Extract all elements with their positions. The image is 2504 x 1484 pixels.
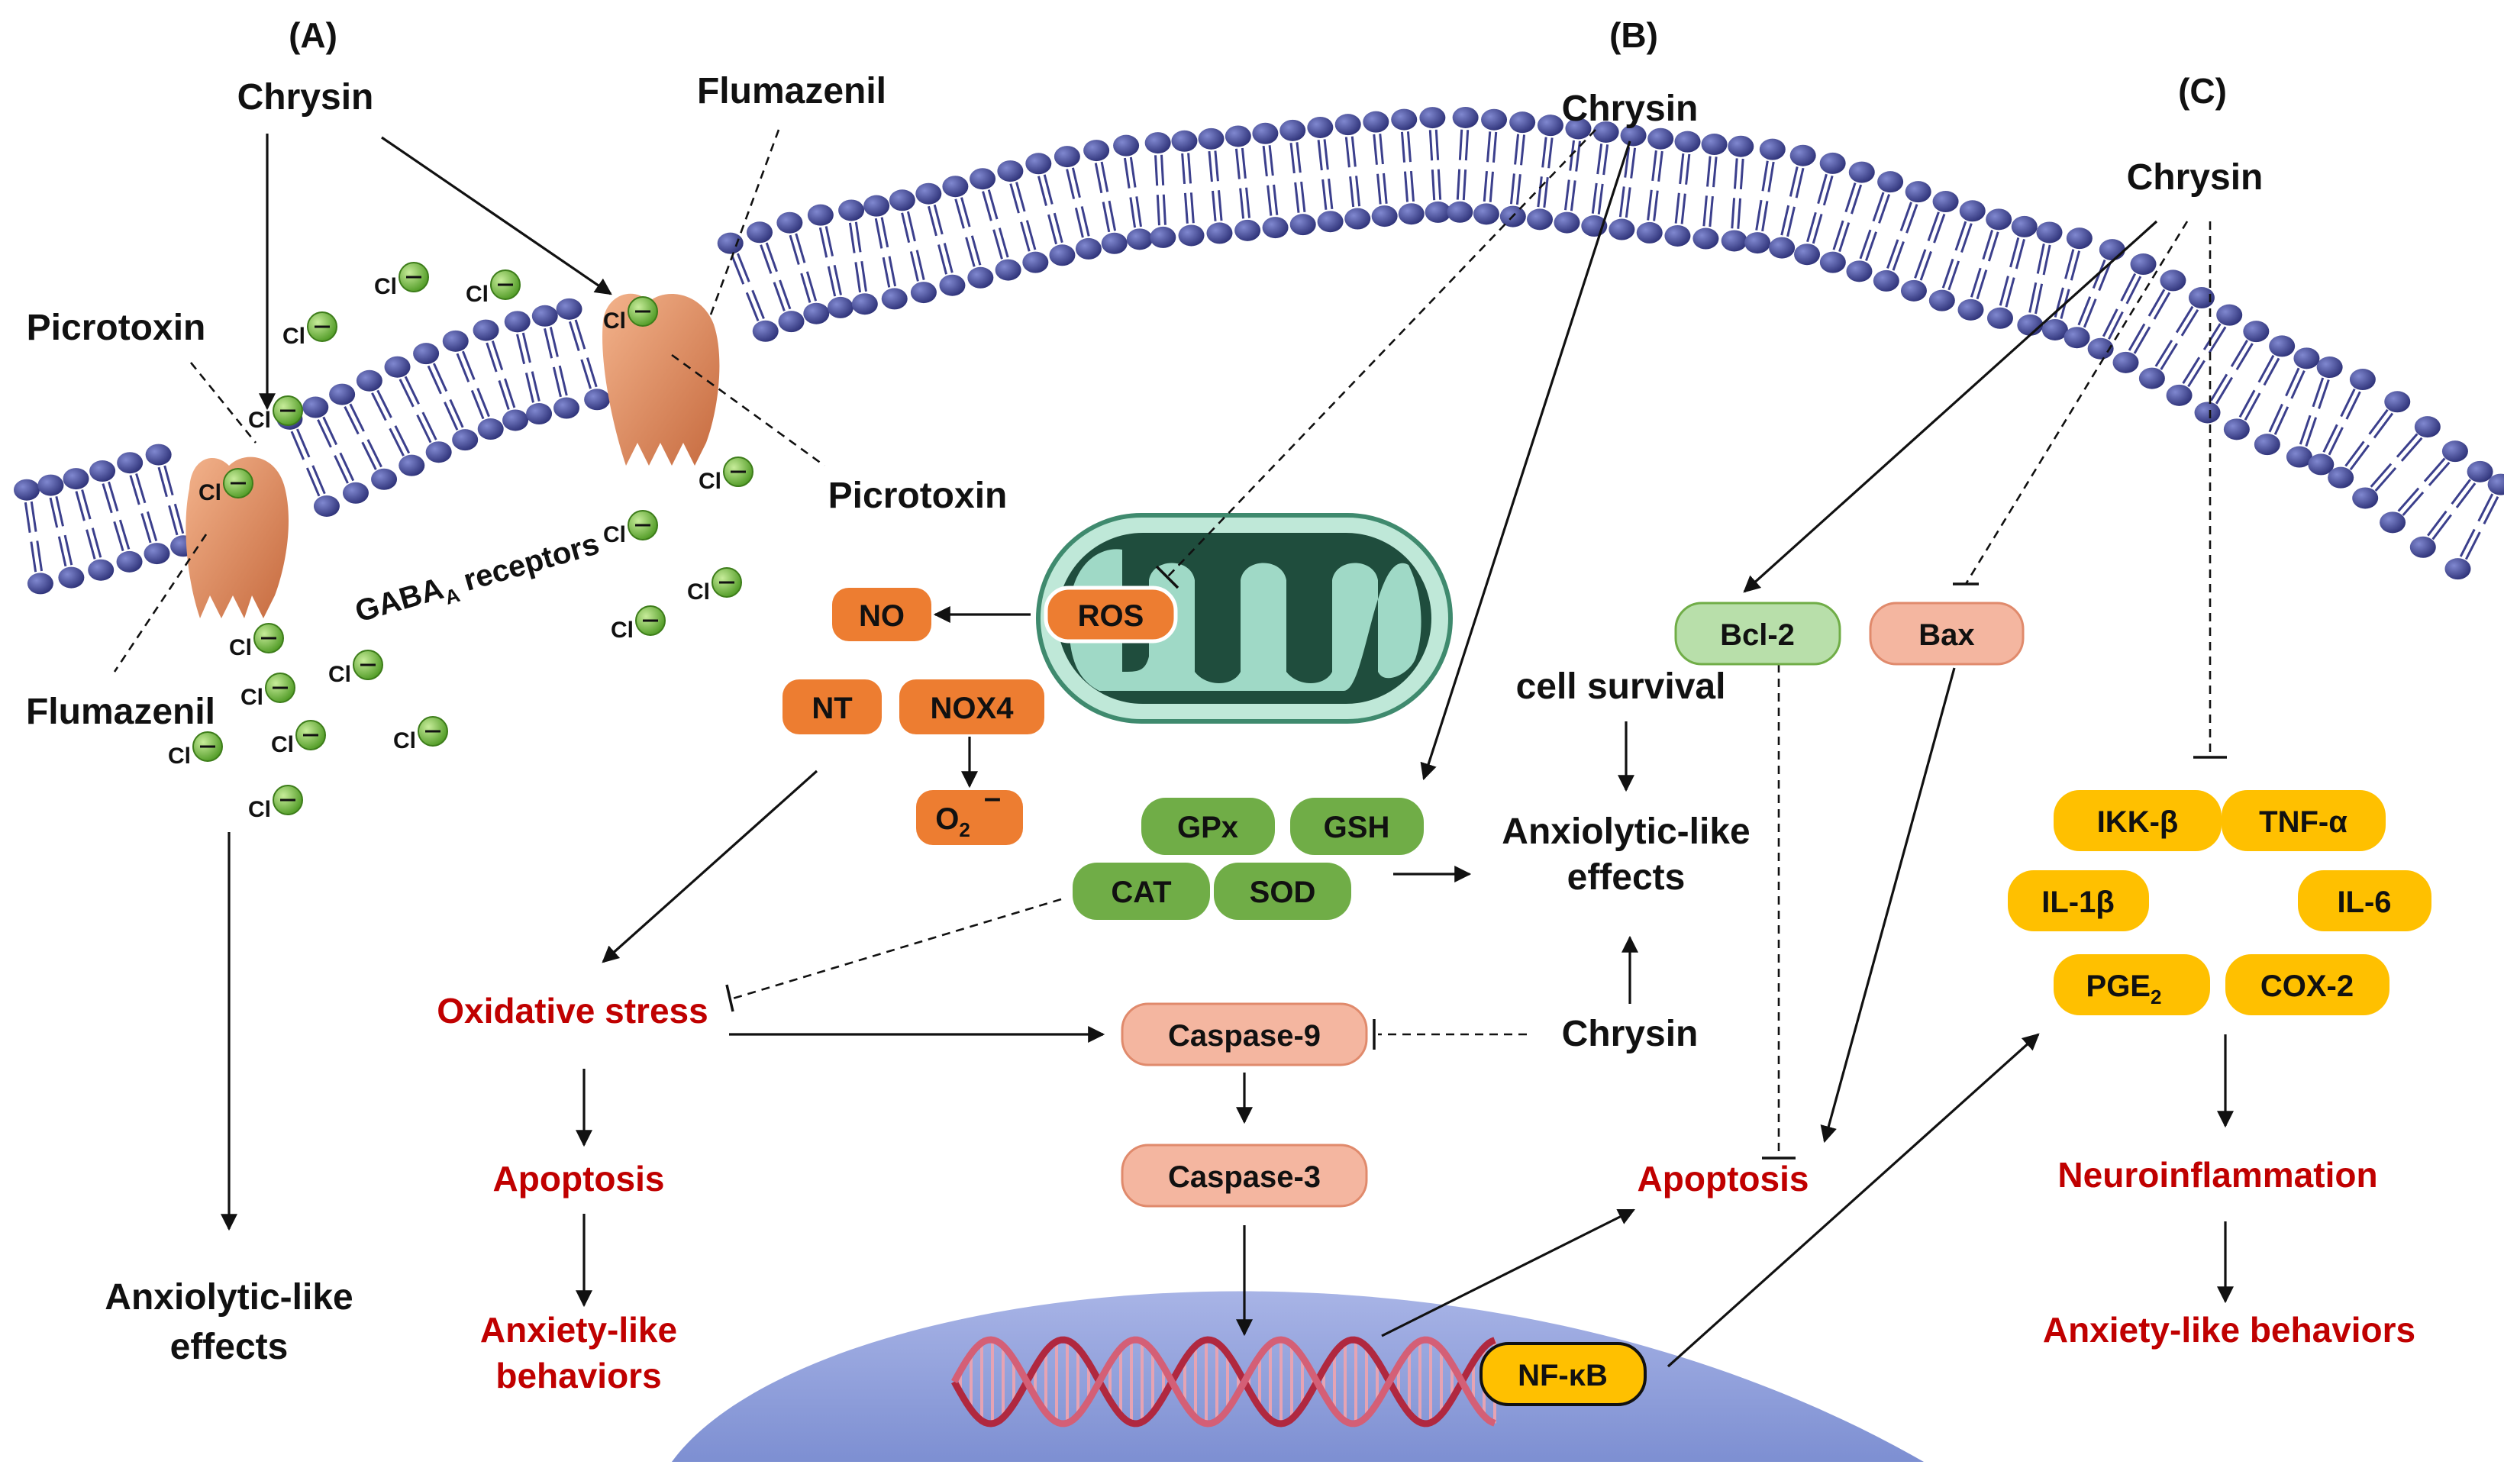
anxiolytic-effects-b-line2: effects [1567,857,1686,898]
svg-text:GPx: GPx [1177,811,1238,844]
gsh-box: GSH [1290,798,1424,855]
nt-box: NT [782,679,882,734]
chrysin-label-a: Chrysin [237,77,374,118]
chloride-label: Cl [603,308,626,334]
svg-text:IL-1β: IL-1β [2041,886,2115,919]
svg-text:NF-κB: NF-κB [1518,1359,1608,1392]
caspase9-box: Caspase-9 [1121,1002,1368,1066]
gaba-receptor-right [602,293,720,466]
section-label-c: (C) [2178,71,2227,111]
svg-text:IL-6: IL-6 [2337,886,2391,919]
chloride-label: Cl [271,732,294,757]
chloride-label: Cl [328,662,351,687]
cox2-box: COX-2 [2225,954,2389,1015]
cell-membrane [13,106,2504,595]
anxiety-like-behaviors-right-label: Anxiety-like behaviors [2043,1310,2415,1350]
gaba-receptor-left [186,456,289,618]
svg-text:IKK-β: IKK-β [2097,805,2179,839]
svg-text:NOX4: NOX4 [931,692,1015,725]
nucleus [672,1291,1924,1462]
oxidative-stress-label: Oxidative stress [437,991,708,1031]
chrysin-label-c: Chrysin [2127,157,2264,198]
chloride-label: Cl [699,469,721,494]
connectors [113,129,2234,1368]
anxiety-like-left-line1: Anxiety-like [480,1310,677,1350]
superoxide-box: O2 – [916,781,1023,845]
ikkb-box: IKK-β [2054,790,2222,851]
svg-text:TNF-α: TNF-α [2259,805,2348,839]
cat-box: CAT [1073,863,1210,920]
neuroinflammation-label: Neuroinflammation [2057,1155,2377,1195]
chloride-label: Cl [168,744,191,769]
section-label-b: (B) [1609,15,1658,55]
flumazenil-top-label: Flumazenil [697,71,886,111]
flumazenil-bottom-label: Flumazenil [26,692,215,732]
svg-text:Bax: Bax [1918,618,1974,652]
anxiolytic-effects-a-line2: effects [170,1327,289,1367]
svg-text:–: – [984,781,1001,815]
svg-text:Caspase-3: Caspase-3 [1168,1160,1321,1194]
caspase3-box: Caspase-3 [1121,1144,1368,1208]
anxiety-like-left-line2: behaviors [495,1356,661,1395]
chloride-label: Cl [466,282,489,307]
chloride-label: Cl [248,408,271,433]
chloride-label: Cl [374,274,397,299]
bcl2-box: Bcl-2 [1674,602,1841,666]
svg-text:PGE2: PGE2 [2086,969,2162,1008]
chloride-label: Cl [282,324,305,349]
svg-text:Caspase-9: Caspase-9 [1168,1019,1321,1053]
anxiolytic-effects-a-line1: Anxiolytic-like [105,1277,353,1318]
section-label-a: (A) [289,15,337,55]
svg-text:Bcl-2: Bcl-2 [1720,618,1795,652]
chloride-label: Cl [198,480,221,505]
svg-text:NT: NT [812,692,852,725]
chloride-label: Cl [229,635,252,660]
svg-text:SOD: SOD [1250,876,1316,909]
apoptosis-left-label: Apoptosis [493,1159,665,1198]
svg-text:ROS: ROS [1078,599,1144,633]
anxiolytic-effects-b-line1: Anxiolytic-like [1502,811,1750,852]
il6-box: IL-6 [2298,870,2431,931]
svg-text:COX-2: COX-2 [2260,969,2354,1003]
mitochondrion [1036,513,1453,724]
svg-text:CAT: CAT [1111,876,1171,909]
bax-box: Bax [1869,602,2025,666]
chrysin-label-b-top: Chrysin [1562,89,1699,129]
gpx-box: GPx [1141,798,1275,855]
tnfa-box: TNF-α [2222,790,2386,851]
svg-text:GSH: GSH [1324,811,1390,844]
svg-text:O2: O2 [935,802,970,841]
svg-text:NO: NO [859,599,905,633]
ros-box: ROS [1044,586,1178,644]
nfkb-box: NF-κB [1479,1342,1647,1406]
picrotoxin-left-label: Picrotoxin [27,308,206,348]
no-box: NO [832,588,931,641]
chloride-label: Cl [393,728,416,753]
picrotoxin-right-label: Picrotoxin [828,476,1008,516]
chloride-label: Cl [687,579,710,605]
gaba-receptors-label: GABAA receptors [351,527,604,634]
cell-survival-label: cell survival [1516,666,1726,707]
chloride-label: Cl [611,618,634,643]
chloride-label: Cl [248,797,271,822]
pge2-box: PGE2 [2054,954,2210,1015]
chloride-label: Cl [603,522,626,547]
apoptosis-right-label: Apoptosis [1638,1159,1809,1198]
il1b-box: IL-1β [2008,870,2149,931]
chrysin-label-b-mid: Chrysin [1562,1014,1699,1054]
chloride-label: Cl [240,685,263,710]
nox4-box: NOX4 [899,679,1044,734]
sod-box: SOD [1214,863,1351,920]
